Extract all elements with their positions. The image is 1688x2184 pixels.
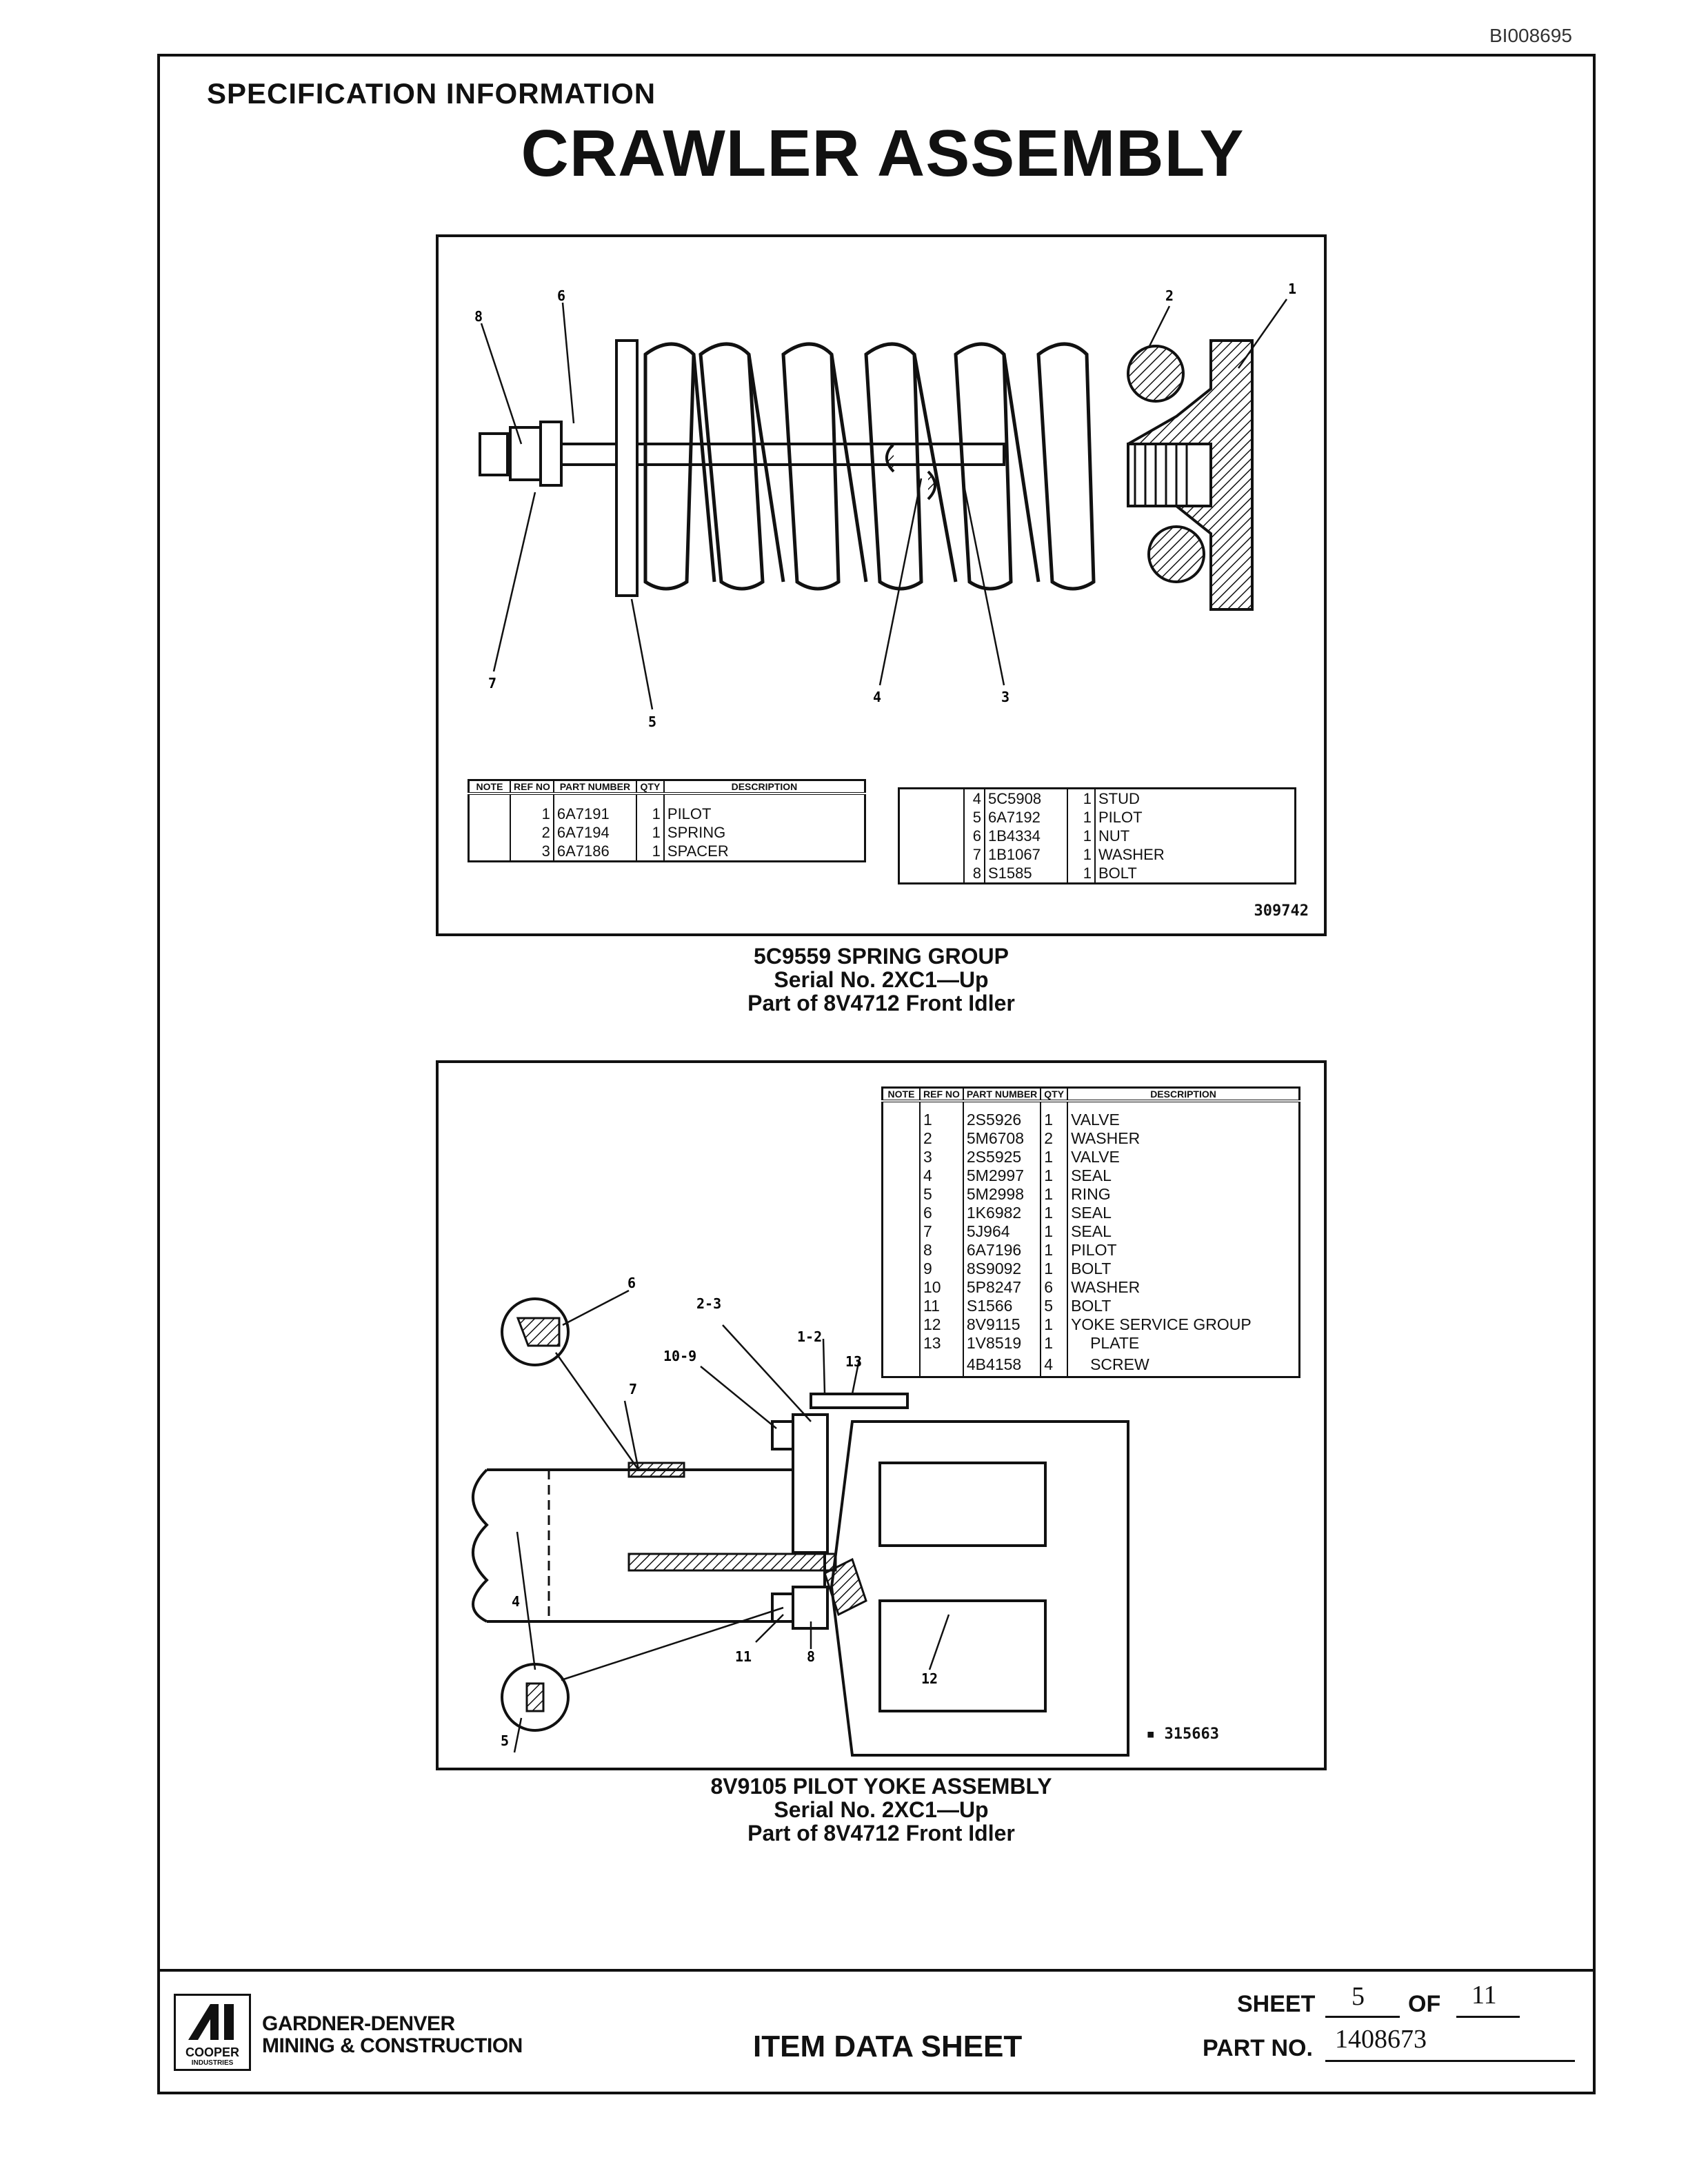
callout-2: 2 — [1165, 287, 1174, 304]
company-line-2: MINING & CONSTRUCTION — [262, 2034, 523, 2057]
drawing-number: 309742 — [1254, 902, 1309, 920]
part-number-line — [1325, 2060, 1575, 2062]
part-label: PART NO. — [1203, 2035, 1313, 2061]
sheet-number: 5 — [1352, 1982, 1365, 2011]
company-name: GARDNER-DENVER MINING & CONSTRUCTION — [262, 2013, 523, 2057]
document-id: BI008695 — [1489, 25, 1572, 46]
pilot-yoke-caption: 8V9105 PILOT YOKE ASSEMBLY Serial No. 2X… — [436, 1775, 1327, 1845]
caption-line: Part of 8V4712 Front Idler — [747, 1821, 1015, 1846]
part-number: 1408673 — [1335, 2025, 1427, 2054]
callout-5: 5 — [501, 1732, 509, 1749]
spring-group-figure: 8 6 7 5 2 1 4 3 NOTE REF NO PART NUMBER … — [436, 234, 1327, 936]
company-line-1: GARDNER-DENVER — [262, 2012, 455, 2035]
of-label: OF — [1408, 1991, 1441, 2017]
callout-4: 4 — [873, 689, 881, 705]
logo-text: COOPER — [185, 2045, 239, 2059]
logo-subtext: INDUSTRIES — [191, 2059, 234, 2067]
col-desc: DESCRIPTION — [663, 780, 865, 795]
callout-12: 12 — [921, 1670, 938, 1687]
col-note: NOTE — [468, 780, 510, 795]
pilot-yoke-figure: 6 2-3 1-2 13 10-9 7 4 5 11 8 12 NOTE REF… — [436, 1060, 1327, 1770]
spring-parts-table-left: NOTE REF NO PART NUMBER QTY DESCRIPTION … — [468, 779, 866, 862]
spring-group-caption: 5C9559 SPRING GROUP Serial No. 2XC1—Up P… — [436, 944, 1327, 1015]
cooper-logo-icon — [188, 2004, 234, 2040]
callout-13: 13 — [845, 1353, 862, 1370]
spring-group-drawing: 8 6 7 5 2 1 4 3 — [474, 281, 1296, 730]
col-part: PART NUMBER — [552, 780, 636, 795]
yoke-parts-table: NOTE REF NO PART NUMBER QTY DESCRIPTION … — [881, 1086, 1300, 1378]
page-title: CRAWLER ASSEMBLY — [521, 117, 1245, 190]
callout-6: 6 — [557, 287, 565, 304]
sheet-total-line — [1456, 2016, 1520, 2018]
sheet-title: ITEM DATA SHEET — [753, 2030, 1023, 2063]
callout-8: 8 — [807, 1648, 815, 1665]
callout-10-9: 10-9 — [663, 1348, 696, 1364]
caption-line: Serial No. 2XC1—Up — [774, 1797, 989, 1822]
callout-7: 7 — [629, 1381, 637, 1397]
page-frame — [157, 54, 1596, 2094]
sheet-label: SHEET — [1237, 1991, 1316, 2017]
caption-line: 5C9559 SPRING GROUP — [754, 944, 1009, 969]
callout-2-3: 2-3 — [696, 1295, 721, 1312]
callout-7: 7 — [488, 675, 496, 691]
company-logo: COOPER INDUSTRIES — [174, 1994, 251, 2071]
callout-5: 5 — [648, 714, 656, 730]
col-desc: DESCRIPTION — [1067, 1087, 1300, 1102]
col-qty: QTY — [1040, 1087, 1068, 1102]
callout-3: 3 — [1001, 689, 1009, 705]
spec-label: SPECIFICATION INFORMATION — [207, 77, 656, 110]
callout-11: 11 — [735, 1648, 752, 1665]
caption-line: 8V9105 PILOT YOKE ASSEMBLY — [710, 1774, 1052, 1799]
caption-line: Serial No. 2XC1—Up — [774, 967, 989, 992]
caption-line: Part of 8V4712 Front Idler — [747, 991, 1015, 1015]
callout-1-2: 1-2 — [797, 1328, 822, 1345]
sheet-total: 11 — [1471, 1981, 1497, 2010]
drawing-number: ▪ 315663 — [1146, 1726, 1219, 1743]
footer-rule — [157, 1969, 1596, 1972]
col-note: NOTE — [881, 1087, 920, 1102]
callout-8: 8 — [474, 308, 483, 325]
sheet-number-line — [1325, 2016, 1400, 2018]
callout-1: 1 — [1288, 281, 1296, 297]
callout-6: 6 — [627, 1275, 636, 1291]
col-part: PART NUMBER — [962, 1087, 1041, 1102]
col-qty: QTY — [635, 780, 664, 795]
callout-4: 4 — [512, 1593, 520, 1610]
pilot-yoke-drawing: 6 2-3 1-2 13 10-9 7 4 5 11 8 12 — [472, 1275, 1129, 1757]
col-ref: REF NO — [510, 780, 554, 795]
col-ref: REF NO — [919, 1087, 963, 1102]
